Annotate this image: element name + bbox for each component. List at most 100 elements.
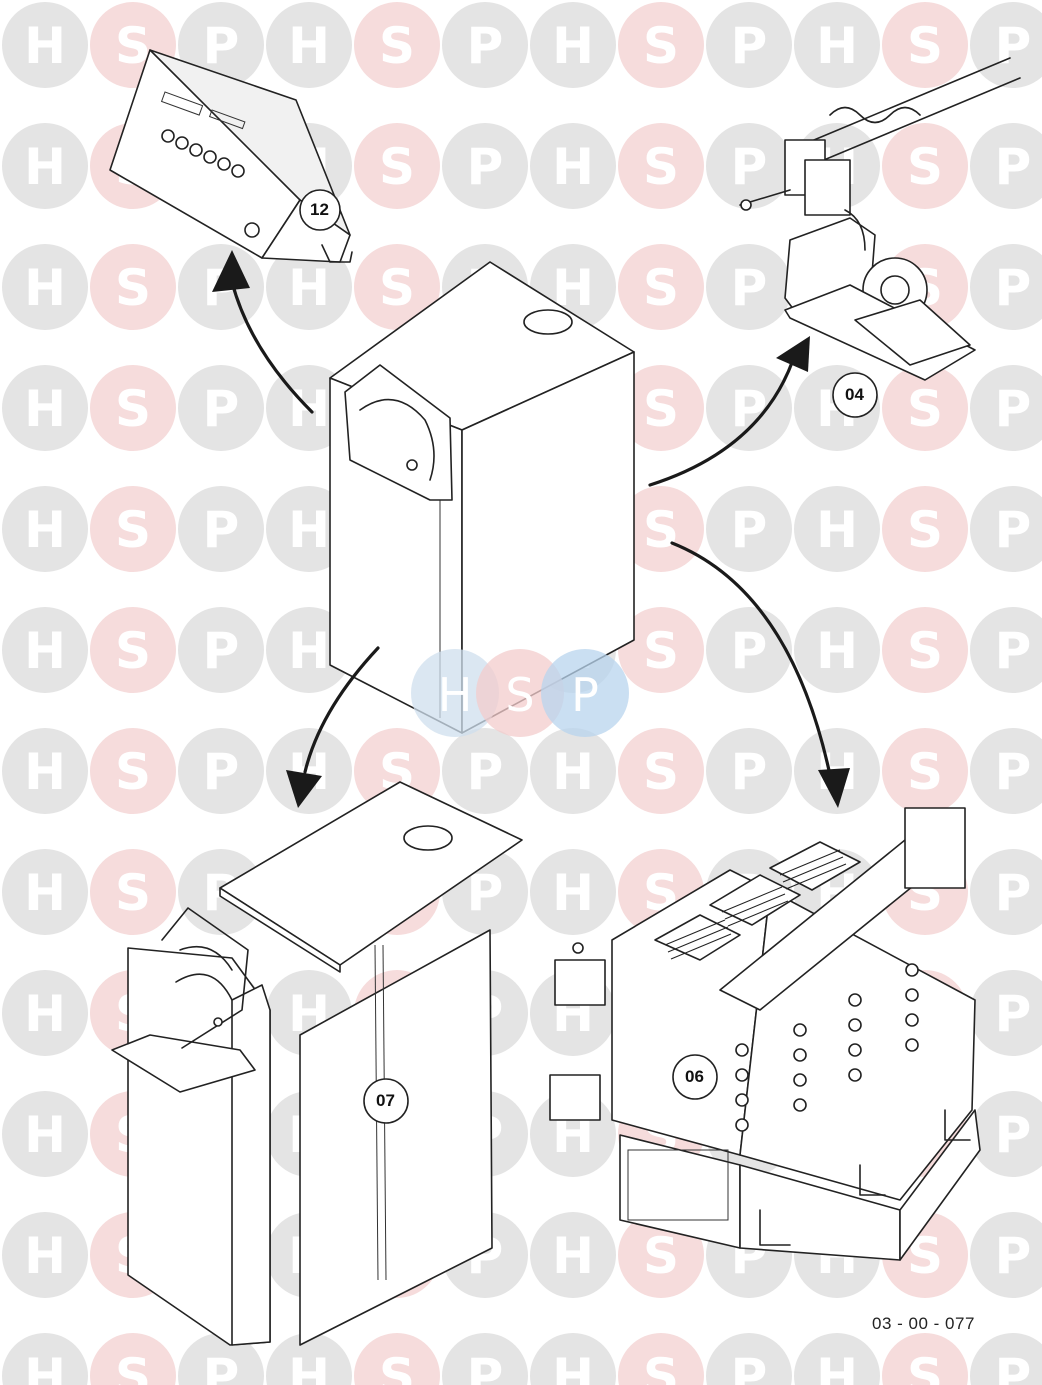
watermark-letter: S	[907, 622, 943, 680]
ref-number-06: 06	[685, 1067, 704, 1086]
watermark-circle	[266, 728, 352, 814]
watermark-letter: P	[995, 501, 1032, 559]
watermark-letter: S	[379, 259, 415, 317]
watermark-circle	[2, 728, 88, 814]
watermark-letter: S	[115, 259, 151, 317]
watermark-circle	[2, 244, 88, 330]
watermark-circle	[2, 1212, 88, 1298]
watermark-circle	[354, 1333, 440, 1385]
boiler-casing-assembled	[329, 261, 635, 734]
watermark-letter: H	[24, 138, 66, 196]
watermark-letter: S	[907, 743, 943, 801]
watermark-letter: H	[24, 622, 66, 680]
watermark-letter: H	[288, 1348, 330, 1385]
watermark-letter: S	[907, 1348, 943, 1385]
watermark-circle	[178, 365, 264, 451]
watermark-circle	[2, 365, 88, 451]
watermark-letter: S	[379, 138, 415, 196]
watermark-circle	[2, 1091, 88, 1177]
watermark-circle	[178, 607, 264, 693]
watermark-letter: P	[995, 743, 1032, 801]
watermark-circle	[2, 2, 88, 88]
watermark-circle	[90, 244, 176, 330]
watermark-circle	[354, 2, 440, 88]
watermark-circle	[706, 486, 792, 572]
arrow-to-04-icon	[776, 336, 810, 372]
watermark-circle	[354, 244, 440, 330]
watermark-letter: H	[288, 501, 330, 559]
watermark-letter: S	[115, 380, 151, 438]
watermark-letter: S	[643, 380, 679, 438]
watermark-letter: S	[907, 138, 943, 196]
watermark-circle	[970, 1091, 1042, 1177]
watermark-letter: S	[115, 1348, 151, 1385]
watermark-circle	[970, 123, 1042, 209]
arrow-to-06-icon	[818, 768, 850, 808]
watermark-circle	[882, 2, 968, 88]
tube-stubs	[735, 963, 919, 1132]
watermark-circle	[970, 849, 1042, 935]
watermark-letter: H	[24, 380, 66, 438]
watermark-letter: P	[995, 259, 1032, 317]
watermark-circle	[266, 1333, 352, 1385]
watermark-circle	[90, 365, 176, 451]
watermark-letter: P	[467, 17, 504, 75]
watermark-letter: H	[552, 1348, 594, 1385]
watermark-circle	[882, 365, 968, 451]
watermark-circle	[530, 728, 616, 814]
watermark-circle	[530, 1212, 616, 1298]
watermark-letter: P	[467, 743, 504, 801]
watermark-circle	[178, 728, 264, 814]
watermark-circle	[90, 728, 176, 814]
watermark-letter: P	[731, 138, 768, 196]
watermark-circle	[882, 1333, 968, 1385]
watermark-circle	[530, 849, 616, 935]
watermark-letter: S	[379, 17, 415, 75]
callout-07-circle	[363, 1078, 409, 1124]
watermark-letter: P	[203, 501, 240, 559]
arrow-to-07-icon	[286, 770, 322, 808]
watermark-circle	[618, 2, 704, 88]
watermark-circle	[442, 728, 528, 814]
watermark-letter: H	[24, 1106, 66, 1164]
watermark-circle	[706, 123, 792, 209]
watermark-letter: H	[816, 17, 858, 75]
ref-number-12: 12	[310, 200, 329, 219]
watermark-circle	[882, 607, 968, 693]
watermark-letter: H	[24, 985, 66, 1043]
callout-12-circle	[299, 189, 341, 231]
watermark-letter: P	[995, 1106, 1032, 1164]
watermark-circle	[706, 2, 792, 88]
watermark-circle	[442, 1333, 528, 1385]
watermark-circle	[706, 244, 792, 330]
watermark-letter: H	[816, 1348, 858, 1385]
watermark-circle	[794, 486, 880, 572]
watermark-letter: P	[995, 380, 1032, 438]
watermark-letter: P	[203, 622, 240, 680]
watermark-circle	[618, 486, 704, 572]
watermark-letter: S	[907, 501, 943, 559]
watermark-circle	[794, 1333, 880, 1385]
watermark-letter: P	[731, 17, 768, 75]
watermark-circle	[530, 123, 616, 209]
watermark-circle	[266, 244, 352, 330]
watermark-letter: S	[643, 501, 679, 559]
watermark-circle	[618, 365, 704, 451]
watermark-letter: S	[643, 743, 679, 801]
watermark-letter: H	[288, 17, 330, 75]
heat-exchanger-part-06	[549, 807, 981, 1261]
watermark-letter: H	[24, 743, 66, 801]
watermark-letter: H	[552, 1227, 594, 1285]
watermark-circle	[970, 970, 1042, 1056]
watermark-circle	[970, 1212, 1042, 1298]
watermark-letter: S	[907, 17, 943, 75]
watermark-circle	[90, 486, 176, 572]
watermark-letter: S	[643, 622, 679, 680]
watermark-letter: S	[643, 1348, 679, 1385]
watermark-circle	[2, 1333, 88, 1385]
watermark-letter: P	[731, 743, 768, 801]
gas-valve-fan-part-04	[739, 57, 1021, 418]
watermark-circle	[442, 123, 528, 209]
watermark-letter: H	[816, 501, 858, 559]
